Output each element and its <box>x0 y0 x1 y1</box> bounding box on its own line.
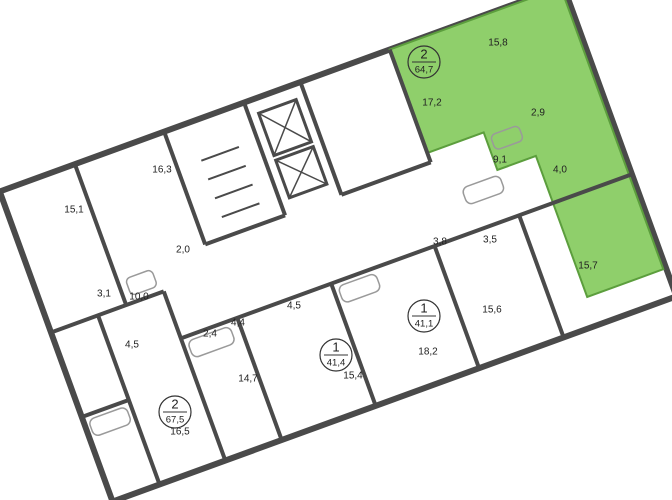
apartment-badge[interactable]: 141,1 <box>407 299 441 333</box>
room-area-label: 2,9 <box>531 108 545 119</box>
room-area-label: 4,5 <box>287 301 301 312</box>
room-area-label: 4,0 <box>553 165 567 176</box>
room-area-label: 14,7 <box>238 374 258 385</box>
room-area-label: 2,0 <box>176 245 190 256</box>
apartment-badge[interactable]: 264,7 <box>407 45 441 79</box>
fixtures <box>89 125 524 436</box>
room-area-label: 10,0 <box>129 292 149 303</box>
room-area-label: 16,5 <box>170 427 190 438</box>
room-area-label: 4,5 <box>125 340 139 351</box>
room-area-label: 3,8 <box>433 237 447 248</box>
apartment-total-area: 64,7 <box>415 65 434 76</box>
apartment-badge-circle <box>319 338 353 372</box>
apartment-badge[interactable]: 141,4 <box>319 338 353 372</box>
highlighted-apartment[interactable] <box>388 0 665 331</box>
room-area-label: 15,4 <box>343 371 363 382</box>
room-area-label: 3,5 <box>483 235 497 246</box>
room-area-label: 15,7 <box>578 261 598 272</box>
room-area-label: 18,2 <box>418 347 438 358</box>
apartment-total-area: 41,1 <box>415 319 434 330</box>
apartment-room-count: 2 <box>420 46 427 61</box>
room-area-label: 15,1 <box>64 205 84 216</box>
apartment-room-count: 2 <box>171 396 178 411</box>
apartment-badge-circle <box>407 299 441 333</box>
apartment-total-area: 67,5 <box>166 415 185 426</box>
room-area-label: 3,1 <box>97 289 111 300</box>
room-area-label: 16,3 <box>152 165 172 176</box>
room-area-label: 4,4 <box>231 318 245 329</box>
room-area-label: 15,8 <box>488 38 508 49</box>
room-area-label: 17,2 <box>422 98 442 109</box>
room-labels: 15,8 17,2 2,9 9,1 4,0 15,7 3,8 3,5 15,6 18,2 15,4 4… <box>64 38 598 438</box>
apartment-room-count: 1 <box>420 300 427 315</box>
room-area-label: 9,1 <box>493 155 507 166</box>
apartment-badge-circle <box>407 45 441 79</box>
room-area-label: 15,6 <box>482 305 502 316</box>
room-area-label: 2,4 <box>203 329 217 340</box>
apartment-badge[interactable]: 267,5 <box>158 395 192 429</box>
apartment-room-count: 1 <box>332 339 339 354</box>
apartment-badge-circle <box>158 395 192 429</box>
apartment-total-area: 41,4 <box>327 358 346 369</box>
